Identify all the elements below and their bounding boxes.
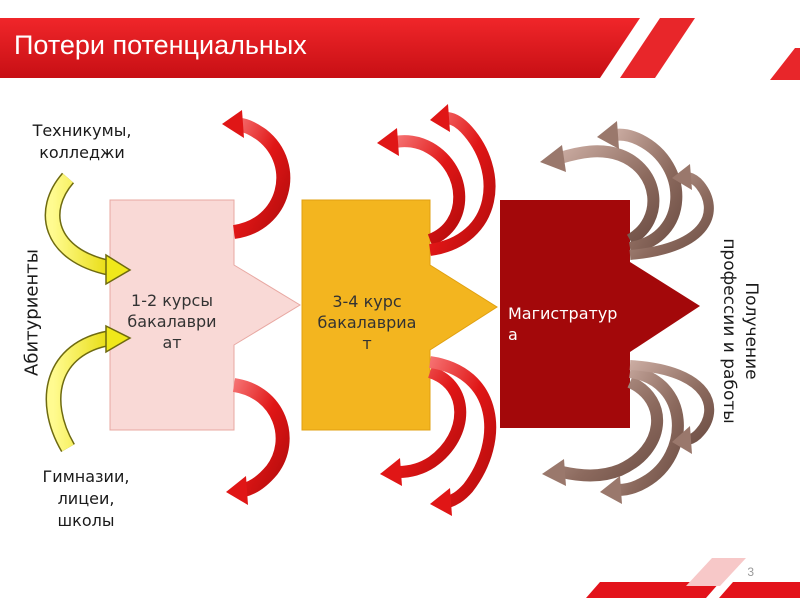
- source-top-label: Техникумы, колледжи: [32, 121, 132, 162]
- slide-number: 3: [747, 565, 754, 579]
- outcome-arrow-top-b: [597, 121, 683, 254]
- stage-2-line2: бакалавриа: [317, 313, 417, 332]
- stage-3-line2: а: [508, 325, 518, 344]
- stage-1-arrow: [109, 199, 301, 431]
- source-bottom-label: Гимназии, лицеи, школы: [42, 467, 130, 530]
- loss-arrow-stage1-top: [222, 110, 291, 239]
- outcome-arrow-bottom-a: [542, 376, 663, 486]
- outcome-arrow-bottom-c: [629, 360, 715, 454]
- stage-2-line3: т: [362, 334, 372, 353]
- outcome-arrow-top-c: [629, 164, 714, 260]
- stage-2-line1: 3-4 курс: [332, 292, 402, 311]
- stage-1-line3: ат: [162, 333, 182, 352]
- inflow-arrow-bottom: [45, 324, 132, 453]
- loss-arrow-stage2-top-a: [377, 128, 466, 246]
- loss-arrow-stage2-bottom-b: [428, 356, 497, 516]
- outcome-arrow-bottom-b: [600, 366, 684, 504]
- loss-arrow-stage2-bottom-a: [380, 366, 467, 486]
- stage-1-label: 1-2 курсы бакалаври ат: [112, 290, 232, 353]
- loss-arrow-stage2-top-b: [428, 104, 496, 256]
- inflow-arrow-top: [44, 172, 132, 286]
- loss-arrow-stage1-bottom: [226, 378, 290, 505]
- stage-2-arrow: [301, 199, 498, 431]
- stage-3-label: Магистратур а: [508, 303, 633, 345]
- stage-3-arrow: [500, 200, 700, 428]
- slide-title: Потери потенциальных: [14, 30, 307, 60]
- outcome-arrow-top-a: [540, 145, 660, 246]
- stage-1-line1: 1-2 курсы: [131, 291, 213, 310]
- stage-1-line2: бакалаври: [127, 312, 217, 331]
- stage-3-line1: Магистратур: [508, 304, 618, 323]
- stage-2-label: 3-4 курс бакалавриа т: [304, 291, 430, 354]
- title-banner: [0, 18, 800, 80]
